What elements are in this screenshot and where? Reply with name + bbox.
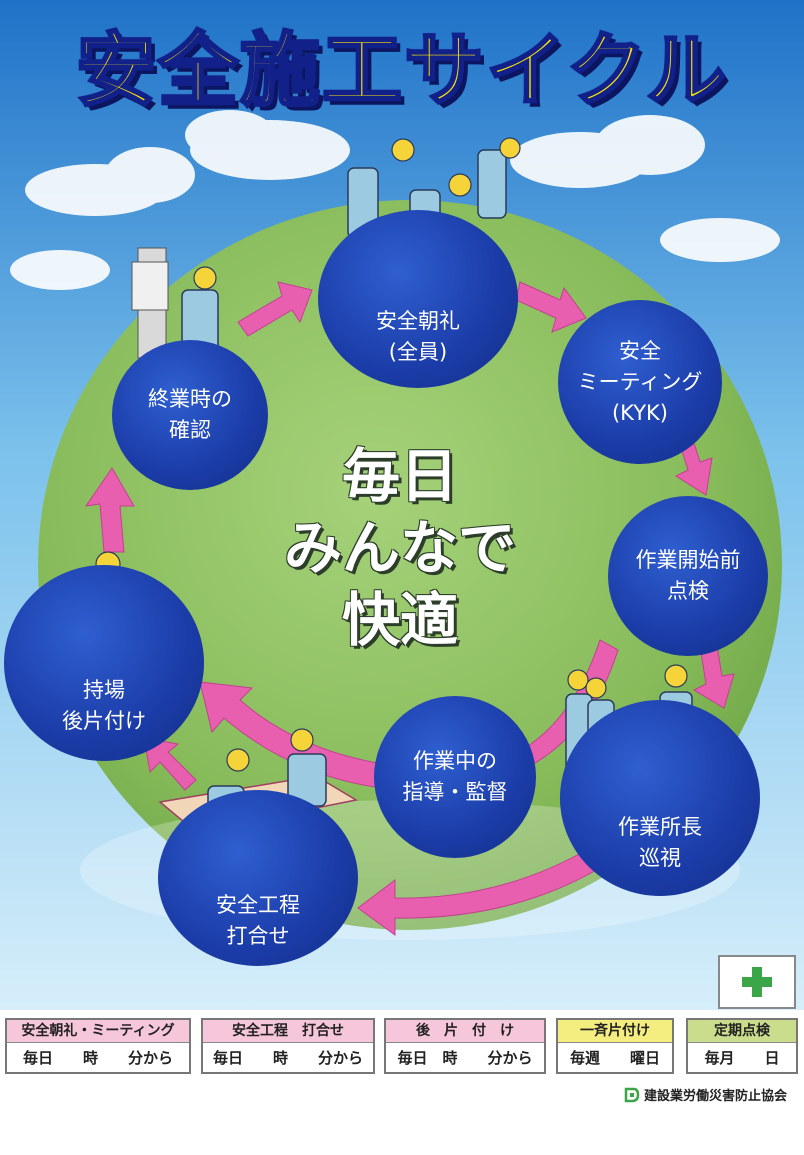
schedule-box-weekly-cleanup: 一斉片付け 毎週 曜日 <box>556 1018 674 1074</box>
slogan-line-1: 毎日 <box>341 442 458 510</box>
slogan-line-2: みんなで <box>283 514 516 582</box>
step-site-manager-patrol: 作業所長 巡視 <box>560 700 760 896</box>
schedule-header: 後 片 付 け <box>386 1020 544 1043</box>
step-schedule-meeting: 安全工程 打合せ <box>158 790 358 966</box>
organization-name: 建設業労働災害防止協会 <box>644 1089 788 1104</box>
schedule-header: 安全朝礼・ミーティング <box>7 1020 189 1043</box>
schedule-body: 毎日 時 分から <box>212 1049 363 1067</box>
step-guidance-supervision: 作業中の 指導・監督 <box>374 696 536 858</box>
clouds <box>10 110 780 290</box>
schedule-header: 安全工程 打合せ <box>203 1020 373 1043</box>
slogan-line-3: 快適 <box>341 586 458 654</box>
step-pre-work-inspection: 作業開始前 点検 <box>608 496 768 656</box>
page-title: 安全施工サイクル <box>75 23 728 119</box>
safety-cross-box <box>718 955 796 1009</box>
schedule-body: 毎日 時 分から <box>22 1049 173 1067</box>
step-label: 安全朝礼 (全員) <box>376 309 460 364</box>
schedule-box-process: 安全工程 打合せ 毎日 時 分から <box>201 1018 375 1074</box>
footer-organization: 建設業労働災害防止協会 <box>624 1085 787 1104</box>
association-logo-icon <box>624 1087 640 1102</box>
step-morning-assembly: 安全朝礼 (全員) <box>318 210 518 388</box>
schedule-header: 一斉片付け <box>558 1020 672 1043</box>
center-slogan: 毎日 みんなで 快適 <box>250 440 550 656</box>
schedule-box-monthly-inspection: 定期点検 毎月 日 <box>686 1018 798 1074</box>
schedule-body: 毎週 曜日 <box>569 1049 660 1067</box>
step-label: 安全工程 打合せ <box>216 893 300 948</box>
safety-cross-icon <box>742 967 772 997</box>
schedule-box-meeting: 安全朝礼・ミーティング 毎日 時 分から <box>5 1018 191 1074</box>
step-label: 作業中の 指導・監督 <box>402 749 508 804</box>
schedule-body: 毎月 日 <box>704 1049 780 1067</box>
schedule-header: 定期点検 <box>688 1020 796 1043</box>
schedule-box-cleanup: 後 片 付 け 毎日 時 分から <box>384 1018 546 1074</box>
schedule-body: 毎日 時 分から <box>397 1049 533 1067</box>
step-label: 持場 後片付け <box>62 678 146 733</box>
step-safety-meeting: 安全 ミーティング (KYK) <box>558 300 722 464</box>
step-label: 作業所長 巡視 <box>618 815 702 870</box>
step-cleanup: 持場 後片付け <box>4 565 204 761</box>
step-label: 作業開始前 点検 <box>635 548 741 603</box>
step-label: 終業時の 確認 <box>148 387 232 442</box>
step-label: 安全 ミーティング (KYK) <box>577 338 703 425</box>
step-end-of-work-check: 終業時の 確認 <box>112 340 268 490</box>
